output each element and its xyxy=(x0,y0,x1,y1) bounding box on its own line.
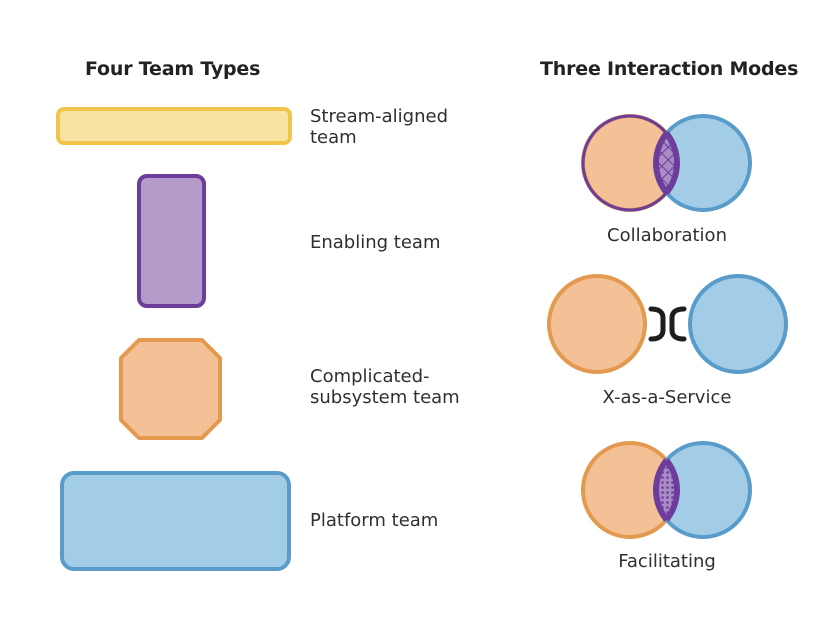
stream-aligned-team-label: Stream-aligned team xyxy=(310,106,448,148)
facilitating-label: Facilitating xyxy=(618,551,716,572)
complicated-subsystem-team-label: Complicated- subsystem team xyxy=(310,366,460,408)
collaboration-label: Collaboration xyxy=(607,225,727,246)
stream-aligned-team-shape xyxy=(56,107,292,145)
platform-team-label: Platform team xyxy=(310,510,439,531)
facilitating-symbol xyxy=(581,441,752,539)
complicated-subsystem-team-shape xyxy=(119,338,222,440)
x-as-a-service-symbol xyxy=(547,274,788,374)
x-as-a-service-label: X-as-a-Service xyxy=(602,387,732,408)
platform-team-shape xyxy=(60,471,291,571)
interaction-modes-heading: Three Interaction Modes xyxy=(540,58,799,80)
enabling-team-label: Enabling team xyxy=(310,232,441,253)
team-types-heading: Four Team Types xyxy=(85,58,261,80)
enabling-team-shape xyxy=(137,174,206,308)
service-connector-icon xyxy=(648,306,687,342)
